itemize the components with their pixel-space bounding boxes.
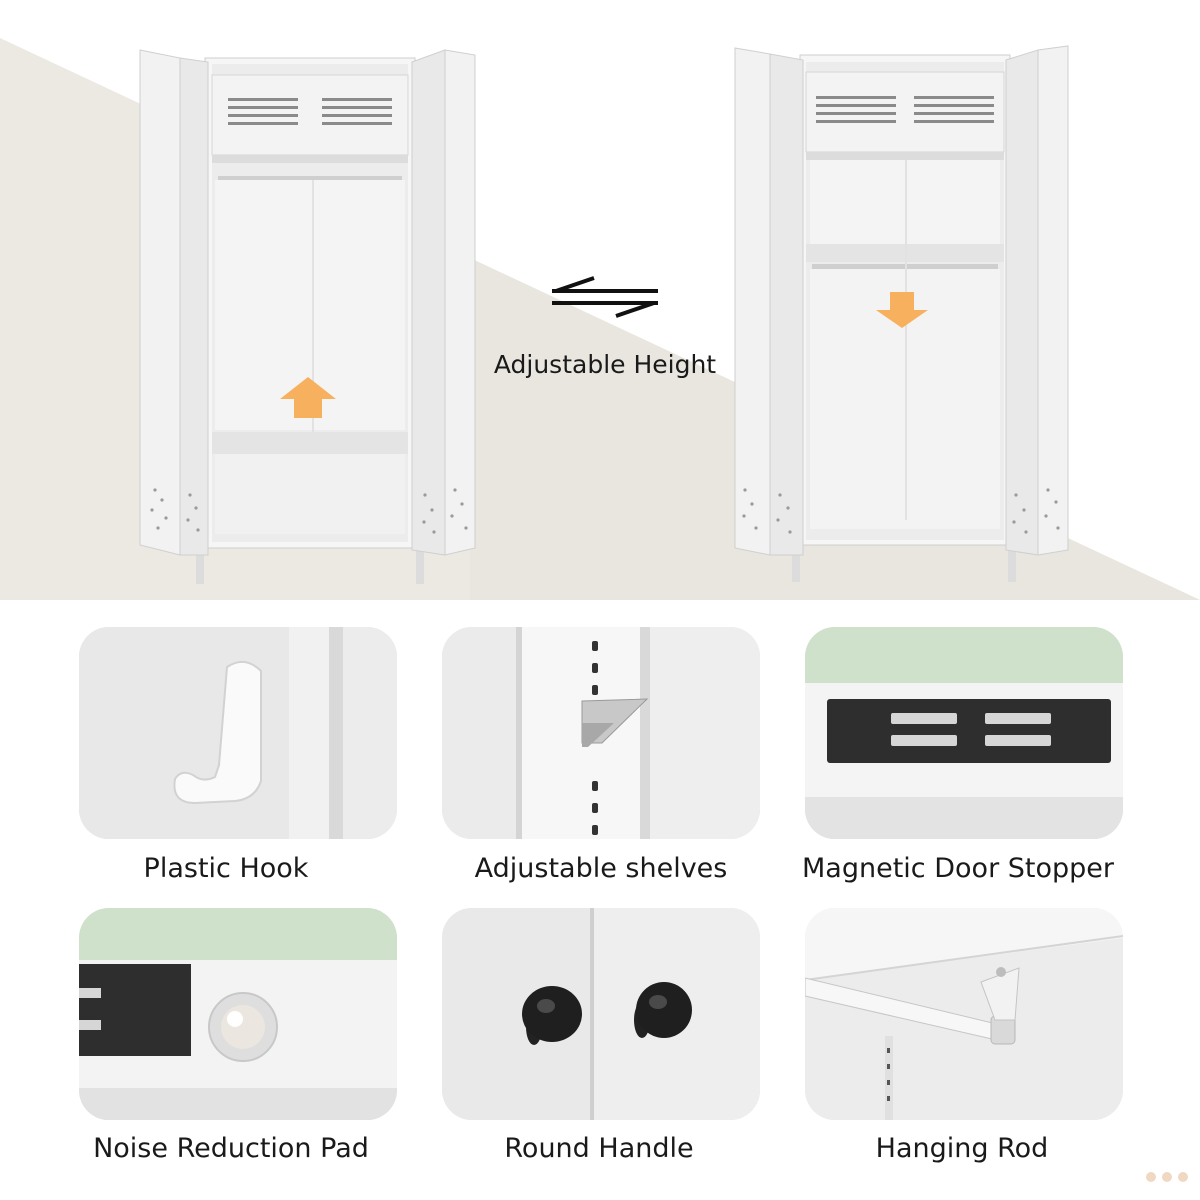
hero-section: Adjustable Height: [0, 38, 1200, 600]
magnetic-door-stopper-caption: Magnetic Door Stopper: [802, 853, 1114, 884]
hanging-rod-caption: Hanging Rod: [875, 1133, 1049, 1164]
up-arrow-icon: [280, 377, 336, 418]
dot: [1162, 1172, 1172, 1182]
adjustable-shelves-tile: [442, 627, 760, 839]
round-knob-icon: [522, 982, 692, 1045]
noise-reduction-pad-caption: Noise Reduction Pad: [93, 1133, 369, 1164]
magnet-icon: [827, 699, 1111, 763]
cabinet-left: [139, 49, 476, 584]
adjustable-shelves-caption: Adjustable shelves: [474, 853, 728, 884]
dot: [1178, 1172, 1188, 1182]
cabinet-right: [734, 45, 1069, 582]
magnetic-door-stopper-tile: [805, 627, 1123, 839]
hanging-rod-icon: [805, 967, 1020, 1045]
pagination-dots: [1140, 1167, 1188, 1186]
adjustable-height-label: Adjustable Height: [493, 350, 717, 379]
round-handle-caption: Round Handle: [504, 1133, 694, 1164]
plastic-hook-caption: Plastic Hook: [143, 853, 309, 884]
rubber-pad-icon: [208, 992, 278, 1062]
noise-reduction-pad-tile: [79, 908, 397, 1120]
down-arrow-icon: [876, 292, 928, 328]
swap-arrows-icon: [552, 276, 658, 318]
round-handle-tile: [442, 908, 760, 1120]
hanging-rod-tile: [805, 908, 1123, 1120]
dot: [1146, 1172, 1156, 1182]
plastic-hook-icon: [173, 660, 262, 805]
shelf-bracket-icon: [581, 698, 649, 747]
plastic-hook-tile: [79, 627, 397, 839]
